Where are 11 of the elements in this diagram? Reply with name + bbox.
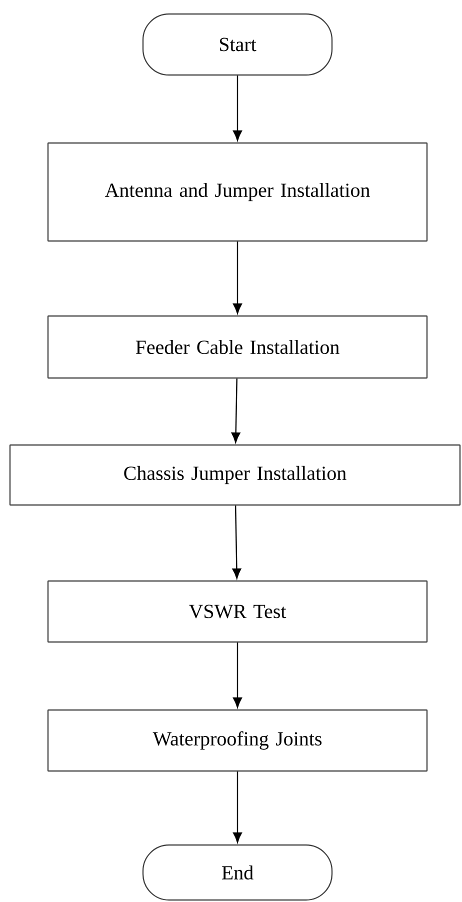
process-box: Feeder Cable Installation <box>47 315 428 379</box>
arrow <box>233 76 242 141</box>
arrow <box>232 506 242 579</box>
process-box: Waterproofing Joints <box>47 709 428 772</box>
process-box: VSWR Test <box>47 580 428 643</box>
arrow <box>233 642 242 708</box>
arrow <box>231 378 240 443</box>
process-box: Chassis Jumper Installation <box>9 444 461 506</box>
arrow <box>233 772 242 843</box>
arrow <box>233 242 242 314</box>
process-box: Antenna and Jumper Installation <box>47 142 428 242</box>
